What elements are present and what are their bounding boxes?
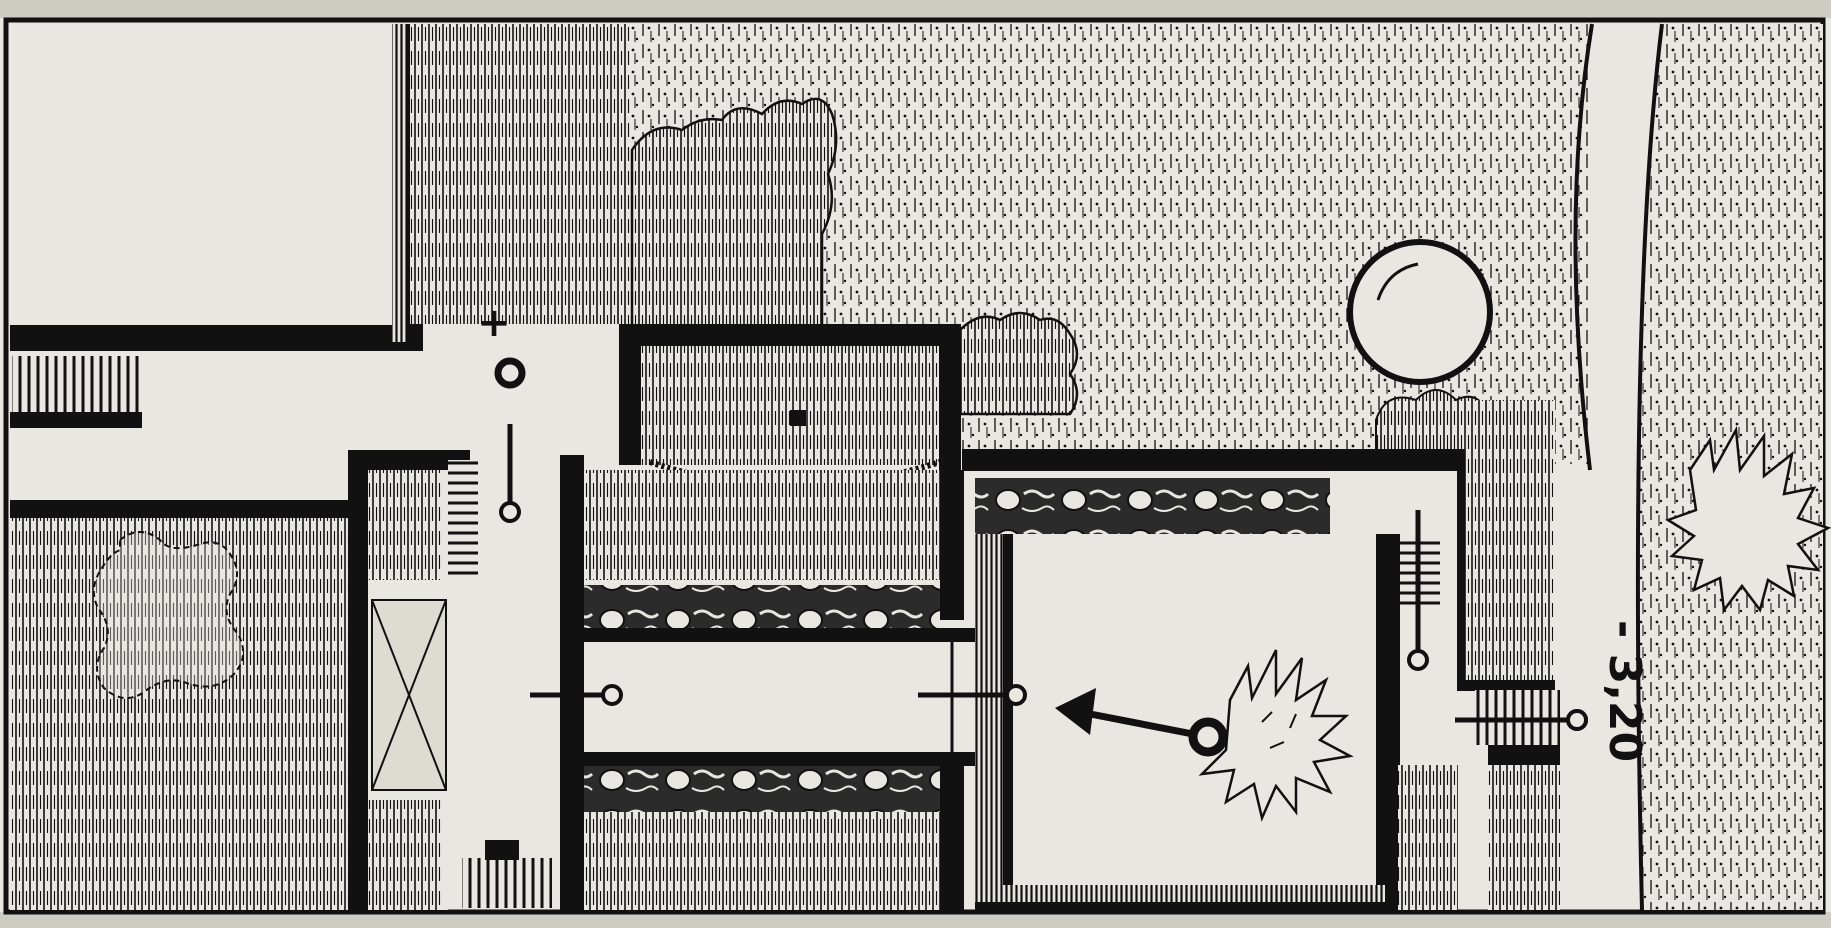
marker-walkway-left: [530, 684, 623, 706]
elevation-bottom-point: [1566, 709, 1588, 731]
left-column-hatch-bottom: [362, 800, 442, 910]
lawn-top-left-strip: [410, 24, 630, 324]
pavilion-upper-bed: [630, 335, 950, 465]
step-base: [10, 412, 142, 428]
hedge-clump-2: [958, 311, 1079, 416]
right-room-bottom-edge: [975, 902, 1385, 910]
building-top-left: [10, 24, 385, 342]
elevation-top-label: +: [477, 300, 511, 346]
central-wall-right-lower: [940, 760, 964, 910]
central-bed-bottom: [584, 812, 940, 910]
central-bed-top: [584, 470, 940, 580]
hedge-clump-1: [630, 97, 838, 336]
pebble-row-bottom: [584, 766, 940, 812]
wall-left-mid: [10, 500, 355, 518]
pebble-band-right: [975, 478, 1330, 534]
marker-right-room-vertical: [1407, 510, 1429, 671]
elevation-marker-bottom: - 3,20: [1599, 620, 1650, 762]
planting-bed-left: [10, 518, 355, 910]
entrance-steps-left: [12, 356, 140, 414]
left-column-walls: [348, 450, 470, 912]
right-outer-lower-hatch: [1488, 755, 1560, 910]
lawn-edge-right: [1635, 23, 1664, 911]
shrub-icon-right: [1665, 425, 1831, 614]
right-room-right-wall: [1376, 534, 1400, 910]
left-column-hatch-top: [362, 470, 442, 580]
right-room-lower-hatch: [1398, 765, 1458, 910]
gate-diagonal-2: [371, 599, 447, 791]
path-curve-right: [1590, 24, 1660, 470]
elevation-marker-top: +: [477, 300, 526, 523]
bottom-steps: [462, 858, 552, 908]
shrub-icon: [1198, 649, 1354, 822]
right-outer-lower-cap: [1488, 745, 1560, 765]
right-room-left-edge: [1003, 534, 1013, 910]
central-wall-right-upper: [940, 470, 964, 620]
pebble-row-top-edge: [584, 628, 1004, 642]
elevation-bottom-label: - 3,20: [1599, 620, 1650, 762]
pavilion-upper-walls: [619, 324, 961, 560]
shrub-outline-left: [92, 531, 245, 699]
right-column-hatch: [1465, 400, 1555, 680]
marker-walkway-right: [918, 684, 1027, 706]
post-marker: [790, 410, 806, 426]
tree-circle-detail: [1376, 262, 1419, 301]
stairs-vertical-small: [448, 460, 478, 580]
central-wall-left: [560, 455, 584, 910]
bottom-margin: [0, 912, 1831, 928]
pebble-row-bottom-edge: [584, 752, 1004, 766]
building-wall-hatch: [392, 24, 406, 342]
bottom-step-block: [485, 840, 519, 860]
arrow-left-icon: [1055, 688, 1228, 757]
right-room-left-hedge: [975, 534, 1003, 910]
lawn-edge-left: [1573, 23, 1594, 471]
pebble-row-top: [584, 585, 940, 631]
tree-circle: [1347, 239, 1493, 385]
top-margin: [0, 0, 1831, 18]
